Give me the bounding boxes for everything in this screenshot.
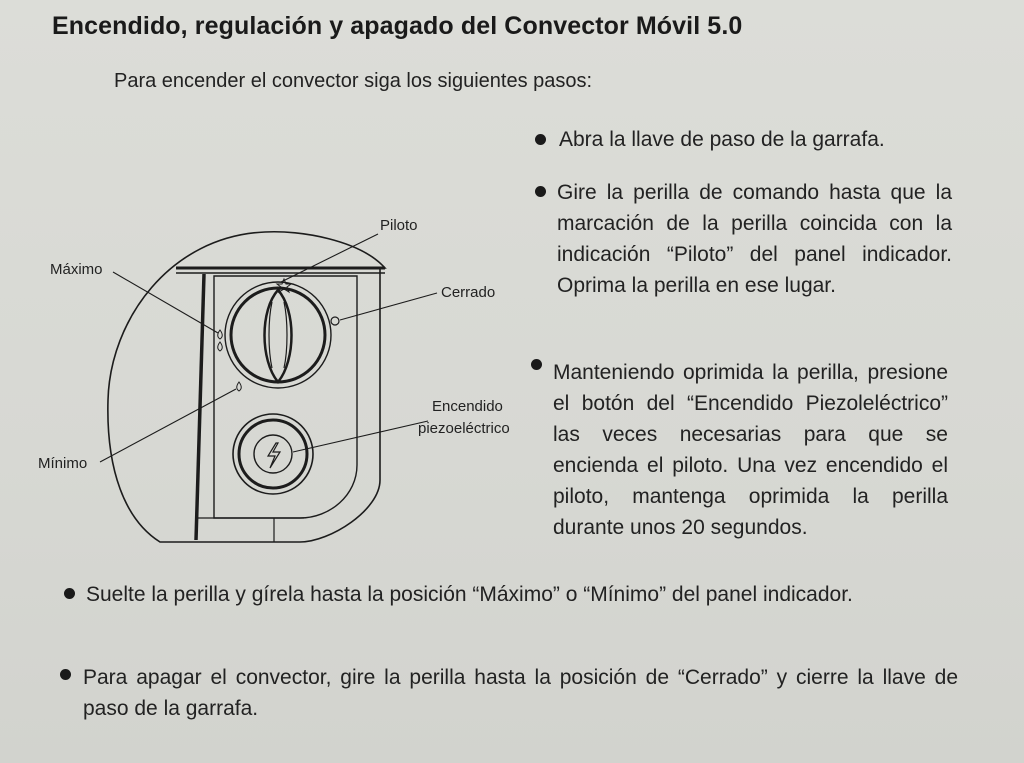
step-text: Gire la perilla de comando hasta que la …	[557, 181, 952, 297]
lightning-icon	[266, 442, 282, 469]
label-minimo: Mínimo	[38, 455, 88, 472]
knob-grip	[263, 288, 293, 384]
page-title: Encendido, regulación y apagado del Conv…	[52, 12, 743, 40]
bullet-dot-icon	[60, 669, 71, 680]
cerrado-mark	[330, 316, 340, 326]
label-maximo: Máximo	[50, 261, 103, 278]
bullet-dot-icon	[531, 359, 542, 370]
label-piezoelectrico: piezoeléctrico	[418, 420, 510, 437]
piloto-mark	[275, 277, 293, 294]
step-text: Abra la llave de paso de la garrafa.	[559, 128, 885, 151]
minimo-mark	[236, 381, 242, 392]
bullet-dot-icon	[64, 588, 75, 599]
label-encendido: Encendido	[432, 398, 503, 415]
step-text: Para apagar el convector, gire la perill…	[83, 666, 958, 720]
label-piloto: Piloto	[380, 217, 418, 234]
step-text: Suelte la perilla y gírela hasta la posi…	[86, 583, 853, 606]
bullet-dot-icon	[535, 134, 546, 145]
piezo-button	[232, 413, 314, 495]
intro-text: Para encender el convector siga los sigu…	[114, 70, 593, 92]
label-cerrado: Cerrado	[441, 284, 496, 301]
knob-ring	[224, 281, 332, 389]
maximo-mark	[217, 329, 223, 352]
convector-body	[107, 230, 387, 543]
bullet-dot-icon	[535, 186, 546, 197]
step-text: Manteniendo oprimida la perilla, presion…	[553, 361, 948, 539]
